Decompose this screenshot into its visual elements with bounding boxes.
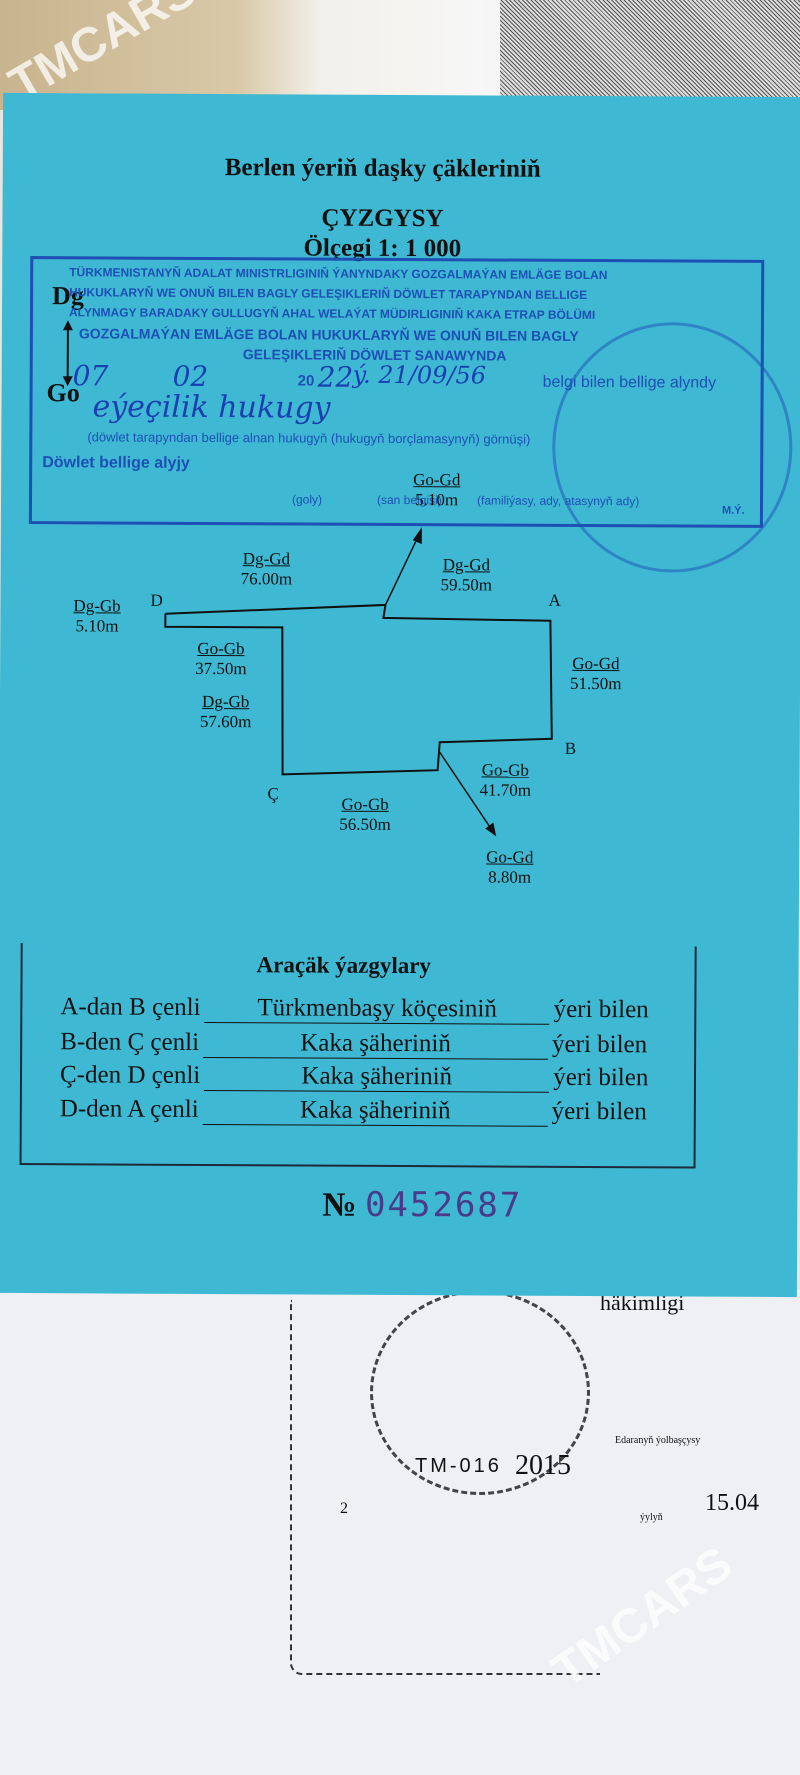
document: Berlen ýeriň daşky çäkleriniň ÇYZGYSY Öl… bbox=[0, 92, 800, 1298]
point-d: D bbox=[150, 590, 163, 610]
seal-frame bbox=[290, 1300, 600, 1675]
compass-arrow-icon bbox=[62, 320, 73, 387]
back-year: 2015 bbox=[515, 1450, 571, 1481]
plot-diagram bbox=[164, 527, 553, 837]
background-paper bbox=[500, 0, 800, 100]
back-date: 15.04 bbox=[705, 1490, 759, 1516]
page-number: 2 bbox=[340, 1500, 348, 1517]
back-page: TM-016 2015 häkimligi Edaranyň ýolbaşçys… bbox=[0, 1290, 800, 1775]
arrow-north bbox=[384, 534, 420, 606]
plot-boundary bbox=[164, 603, 553, 776]
arrow-southeast bbox=[439, 751, 493, 831]
point-a: A bbox=[548, 590, 561, 610]
edaranyn-label: Edaranyň ýolbaşçysy bbox=[615, 1435, 701, 1446]
point-c: Ç bbox=[267, 784, 279, 804]
seal-text: TM-016 bbox=[415, 1455, 502, 1477]
document-number: № 0452687 bbox=[322, 1184, 523, 1226]
arrowhead-icon bbox=[412, 527, 422, 545]
yyl-label: ýylyň bbox=[640, 1512, 663, 1523]
arrowhead-icon bbox=[485, 822, 497, 837]
point-b: B bbox=[564, 738, 577, 758]
